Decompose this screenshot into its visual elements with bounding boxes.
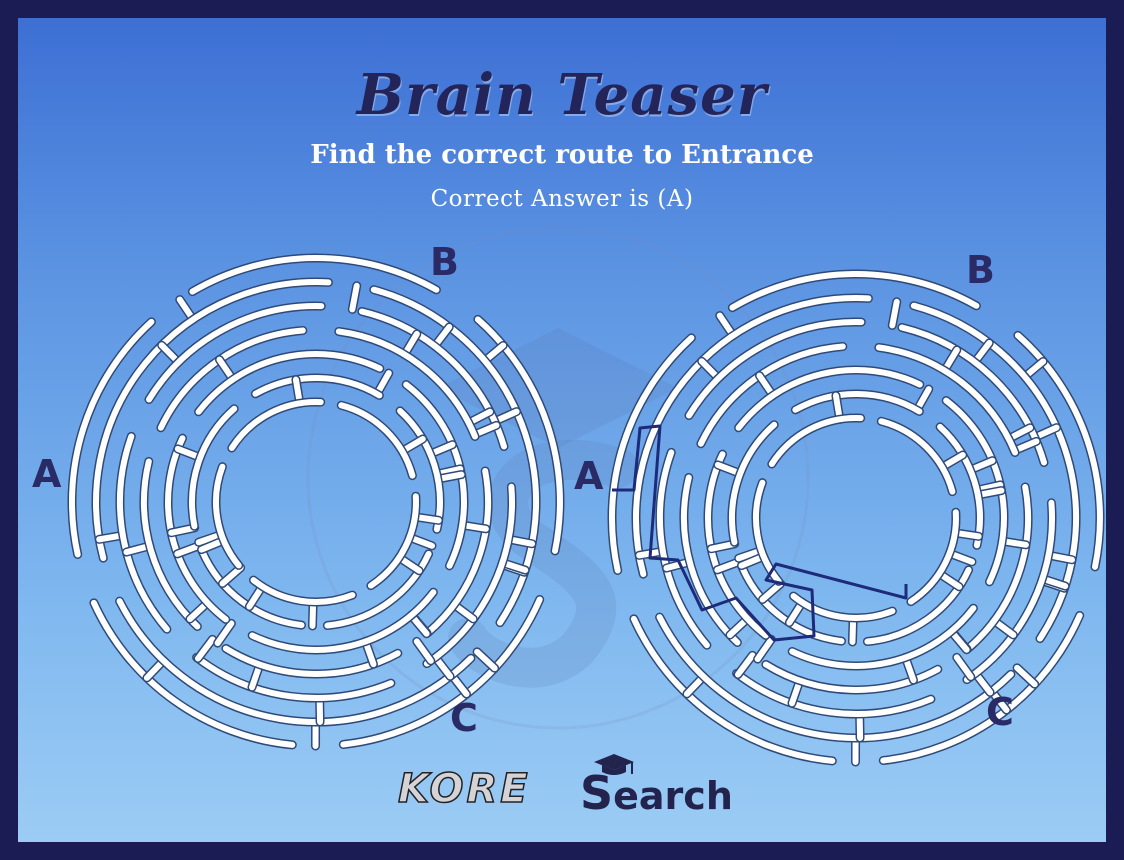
maze-wall — [213, 463, 242, 569]
maze-wall — [249, 589, 437, 653]
maze-wall — [937, 423, 983, 549]
maze-wall — [729, 421, 778, 546]
maze-wall — [963, 499, 1055, 683]
maze-wall — [140, 458, 201, 630]
maze-wall — [656, 614, 1014, 741]
maze-wall — [252, 374, 383, 399]
maze-puzzle — [67, 253, 565, 751]
maze-wall — [875, 344, 1018, 456]
maze-spoke — [219, 564, 244, 587]
maze-wall — [228, 399, 324, 451]
maze-wall — [792, 390, 923, 415]
maze-wall — [633, 295, 872, 578]
solution-route — [612, 424, 908, 642]
maze-wall — [880, 612, 1083, 764]
instruction-text: Find the correct route to Entrance — [310, 140, 814, 170]
maze-spoke — [714, 558, 743, 573]
maze-wall — [93, 279, 332, 562]
answer-text: Correct Answer is (A) — [430, 186, 694, 212]
maze-spoke — [474, 648, 498, 672]
maze-wall-outline — [91, 277, 333, 563]
maze-spoke — [349, 282, 360, 313]
maze-wall — [878, 418, 956, 495]
maze-wall — [189, 255, 440, 295]
maze-wall — [90, 599, 296, 748]
maze-left-label-b: B — [430, 240, 459, 284]
maze-spoke — [889, 298, 900, 329]
maze-wall — [424, 468, 492, 636]
maze-wall — [250, 577, 356, 605]
maze-right-label-c: C — [986, 690, 1014, 734]
poster: Brain Teaser Find the correct route to E… — [18, 18, 1106, 842]
maze-wall — [680, 474, 741, 646]
maze-wall-outline — [67, 317, 156, 559]
maze-wall — [335, 328, 478, 440]
maze-wall — [729, 271, 980, 311]
maze-wall — [423, 483, 515, 667]
maze-wall — [340, 596, 543, 748]
page-title: Brain Teaser — [356, 62, 768, 128]
maze-wall — [789, 605, 977, 669]
maze-spoke — [953, 654, 974, 680]
maze-wall — [199, 548, 305, 629]
maze-wall — [117, 433, 170, 633]
maze-wall — [768, 415, 864, 467]
maze-wall — [195, 351, 383, 415]
maze-spoke — [734, 652, 756, 678]
maze-wall — [657, 449, 710, 649]
maze-wall — [189, 405, 238, 530]
maze-spoke — [214, 620, 235, 647]
maze-wall — [68, 318, 155, 558]
maze-spoke — [759, 580, 784, 603]
maze-wall — [397, 407, 443, 533]
maze-wall — [116, 598, 474, 725]
search-logo-initial: S — [580, 766, 614, 820]
search-logo-text: earch — [613, 774, 733, 818]
maze-wall — [146, 303, 325, 403]
graduation-cap-icon — [594, 754, 634, 775]
maze-wall — [338, 402, 416, 479]
maze-wall — [907, 509, 959, 605]
maze-spoke — [194, 636, 216, 662]
maze-wall — [733, 670, 934, 717]
maze-spoke — [413, 638, 434, 664]
maze-wall — [686, 319, 865, 419]
maze-wall — [964, 484, 1032, 652]
maze-wall — [739, 564, 845, 645]
kore-logo: KORE — [397, 765, 531, 813]
maze-left-label-c: C — [450, 696, 478, 740]
maze-wall — [790, 593, 896, 621]
maze-wall — [193, 654, 394, 701]
maze-spoke — [754, 636, 775, 663]
maze-left-label-a: A — [32, 452, 62, 496]
maze-wall-outline — [631, 293, 873, 579]
maze-solution — [607, 269, 1105, 767]
maze-wall — [735, 367, 923, 431]
maze-spoke — [174, 542, 203, 557]
maze-spoke — [1014, 664, 1038, 688]
maze-wall — [367, 493, 419, 589]
maze-wall — [608, 334, 695, 574]
search-logo: Search — [580, 754, 733, 820]
maze-wall — [630, 615, 836, 764]
maze-right-label-a: A — [574, 454, 604, 498]
maze-right-label-b: B — [966, 248, 995, 292]
